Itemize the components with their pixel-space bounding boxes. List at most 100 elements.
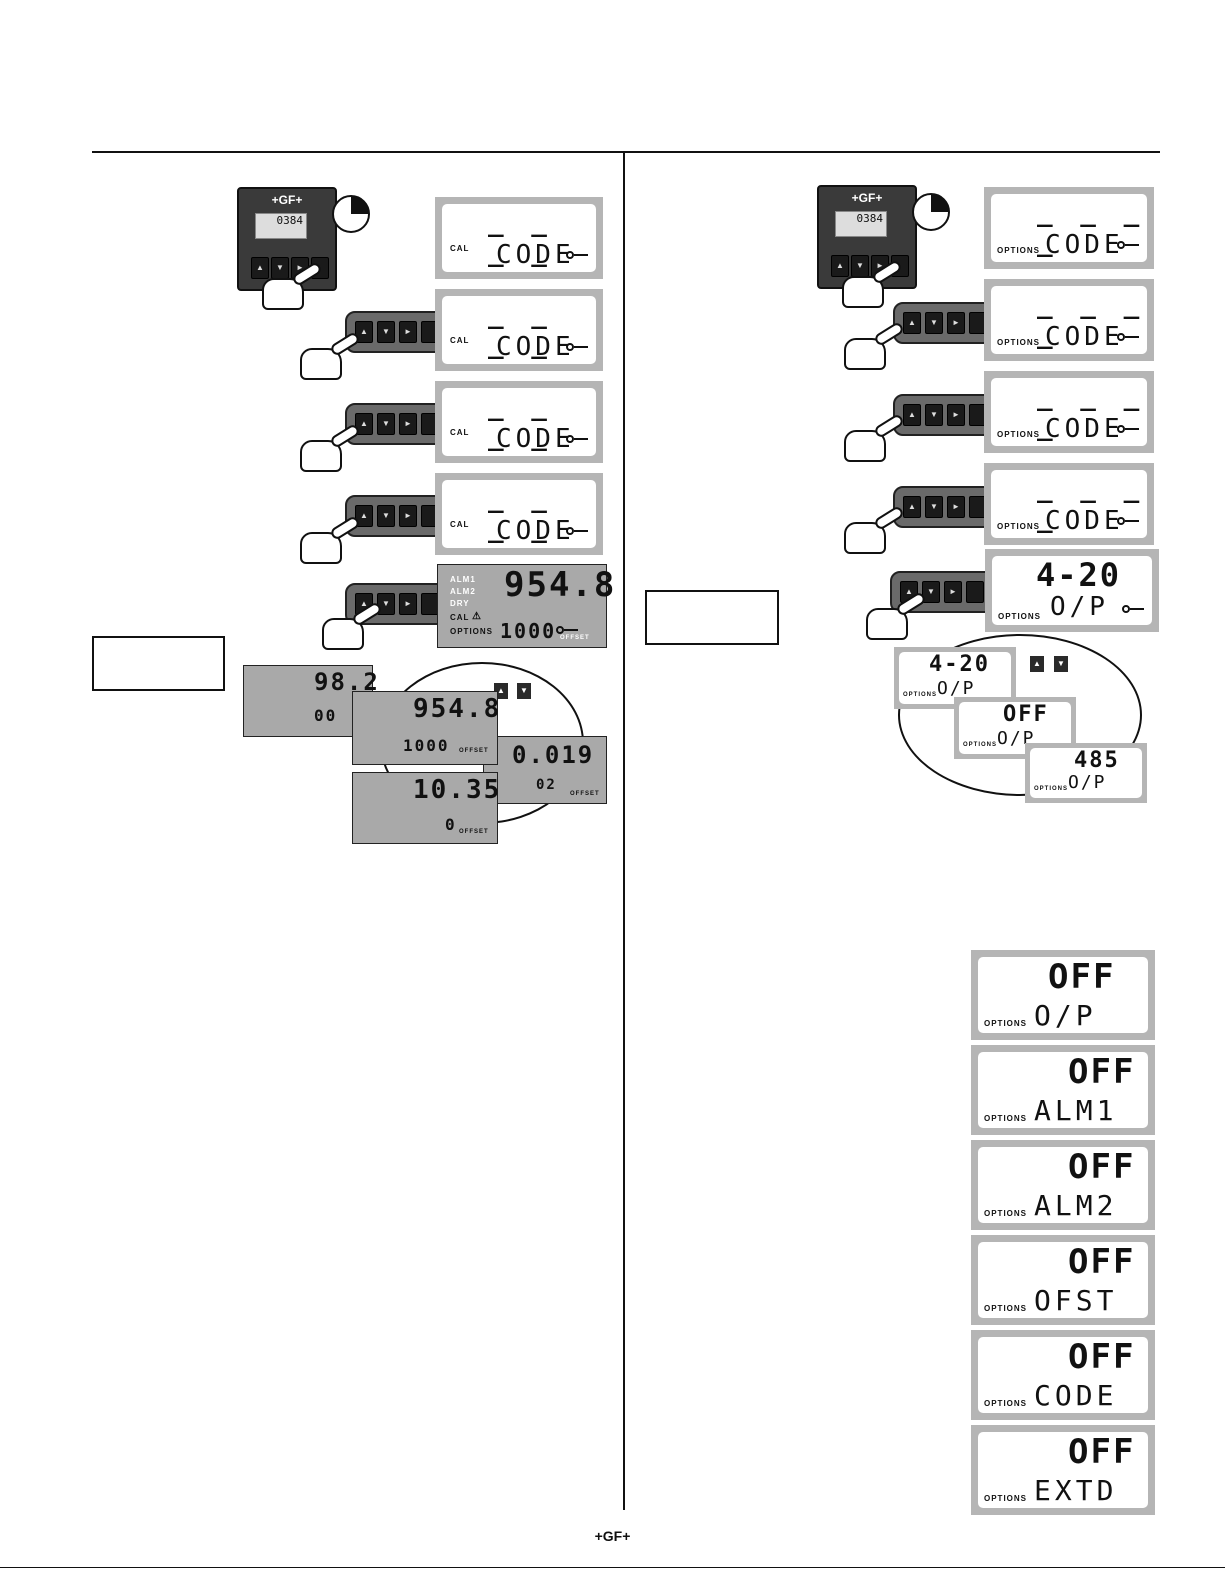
up-button[interactable]: ▲ bbox=[903, 404, 921, 426]
lcd-options-code-1: _ _ _ _ OPTIONS CODE bbox=[984, 187, 1154, 269]
right-button[interactable]: ► bbox=[399, 593, 417, 615]
options-label: OPTIONS bbox=[963, 742, 998, 748]
option-name: OFST bbox=[1034, 1284, 1118, 1317]
right-button[interactable]: ► bbox=[399, 321, 417, 343]
op-name: O/P bbox=[997, 728, 1036, 749]
offset-label: OFFSET bbox=[570, 791, 600, 797]
lcd-cal-code-3: _ _ _ _ CAL CODE bbox=[435, 381, 603, 463]
right-button[interactable]: ► bbox=[944, 581, 962, 603]
hand-press-icon bbox=[842, 276, 884, 308]
lcd-cal-code-4: _ _ _ _ CAL CODE bbox=[435, 473, 603, 555]
options-label: OPTIONS bbox=[984, 1019, 1028, 1028]
device-front-panel: +GF+ 0384 ▲ ▼ ► bbox=[237, 187, 337, 291]
options-label: OPTIONS bbox=[997, 246, 1041, 255]
lcd-cycle-3: 0.019 02 OFFSET bbox=[483, 736, 607, 804]
cycle-value: 10.35 bbox=[413, 775, 502, 805]
key-icon bbox=[1117, 332, 1139, 342]
cycle-sub-value: 00 bbox=[314, 706, 338, 725]
device-up-button[interactable]: ▲ bbox=[831, 255, 849, 277]
code-entry: _ _ _ _ bbox=[488, 300, 553, 360]
lcd-op-cycle-3: 485 OPTIONS O/P bbox=[1025, 743, 1147, 803]
device-screen: 0384 bbox=[835, 211, 887, 237]
down-button[interactable]: ▼ bbox=[925, 312, 943, 334]
cycle-sub-value: 02 bbox=[536, 777, 557, 793]
down-button[interactable]: ▼ bbox=[925, 496, 943, 518]
cycle-value: 0.019 bbox=[512, 741, 595, 769]
cycle-sub-value: 0 bbox=[445, 815, 457, 834]
cycle-down-button[interactable]: ▼ bbox=[1054, 656, 1068, 672]
hand-press-icon bbox=[322, 618, 364, 650]
right-button[interactable]: ► bbox=[399, 505, 417, 527]
down-button[interactable]: ▼ bbox=[925, 404, 943, 426]
op-name: O/P bbox=[1068, 772, 1107, 793]
keypad-4: ▲ ▼ ► bbox=[345, 583, 449, 625]
code-entry: _ _ _ _ bbox=[488, 208, 553, 268]
options-label: OPTIONS bbox=[450, 627, 494, 636]
cal-label: CAL bbox=[450, 613, 470, 622]
key-icon bbox=[1117, 516, 1139, 526]
op-name: O/P bbox=[1050, 592, 1109, 622]
cycle-value: 954.8 bbox=[413, 694, 502, 724]
enter-button[interactable] bbox=[966, 581, 984, 603]
up-button[interactable]: ▲ bbox=[355, 413, 373, 435]
option-name: CODE bbox=[1034, 1379, 1118, 1412]
hand-press-icon bbox=[844, 522, 886, 554]
option-name: O/P bbox=[1034, 999, 1097, 1032]
key-icon bbox=[556, 625, 578, 635]
option-value: OFF bbox=[1048, 957, 1116, 997]
cycle-up-button[interactable]: ▲ bbox=[1030, 656, 1044, 672]
option-value: OFF bbox=[1068, 1432, 1136, 1472]
option-value: OFF bbox=[1068, 1337, 1136, 1377]
up-button[interactable]: ▲ bbox=[355, 321, 373, 343]
device-up-button[interactable]: ▲ bbox=[251, 257, 269, 279]
lcd-options-op: 4-20 OPTIONS O/P bbox=[985, 549, 1159, 632]
device-down-button[interactable]: ▼ bbox=[271, 257, 289, 279]
sub-value: 1000 bbox=[500, 619, 557, 643]
op-value: 4-20 bbox=[929, 652, 990, 677]
code-entry: _ _ _ _ bbox=[1037, 474, 1146, 534]
code-entry: _ _ _ _ bbox=[1037, 290, 1146, 350]
key-icon bbox=[566, 342, 588, 352]
key-icon bbox=[1117, 424, 1139, 434]
device-brand-logo: +GF+ bbox=[851, 191, 883, 205]
offset-label: OFFSET bbox=[459, 748, 489, 754]
right-button[interactable]: ► bbox=[947, 404, 965, 426]
lcd-cal-code-2: _ _ _ _ CAL CODE bbox=[435, 289, 603, 371]
option-name: EXTD bbox=[1034, 1474, 1118, 1507]
code-word: CODE bbox=[496, 332, 575, 362]
key-icon bbox=[566, 434, 588, 444]
lcd-cal-code-1: _ _ _ _ CAL CODE bbox=[435, 197, 603, 279]
down-button[interactable]: ▼ bbox=[377, 505, 395, 527]
callout-box bbox=[92, 636, 225, 691]
right-button[interactable]: ► bbox=[947, 496, 965, 518]
timer-icon bbox=[912, 193, 950, 231]
options-label: OPTIONS bbox=[998, 612, 1042, 621]
options-label: OPTIONS bbox=[984, 1304, 1028, 1313]
down-button[interactable]: ▼ bbox=[377, 321, 395, 343]
hand-press-icon bbox=[844, 430, 886, 462]
right-button[interactable]: ► bbox=[399, 413, 417, 435]
alm2-label: ALM2 bbox=[450, 587, 476, 596]
device-front-panel: +GF+ 0384 ▲ ▼ ► bbox=[817, 185, 917, 289]
cycle-down-button[interactable]: ▼ bbox=[517, 683, 531, 699]
up-button[interactable]: ▲ bbox=[355, 505, 373, 527]
code-word: CODE bbox=[496, 516, 575, 546]
right-button[interactable]: ► bbox=[947, 312, 965, 334]
options-label: OPTIONS bbox=[1034, 786, 1069, 792]
hand-press-icon bbox=[300, 348, 342, 380]
options-label: OPTIONS bbox=[984, 1399, 1028, 1408]
device-down-button[interactable]: ▼ bbox=[851, 255, 869, 277]
hand-press-icon bbox=[844, 338, 886, 370]
hand-press-icon bbox=[866, 608, 908, 640]
hand-press-icon bbox=[300, 440, 342, 472]
up-button[interactable]: ▲ bbox=[903, 312, 921, 334]
device-screen: 0384 bbox=[255, 213, 307, 239]
op-value: 485 bbox=[1074, 748, 1120, 773]
up-button[interactable]: ▲ bbox=[903, 496, 921, 518]
down-button[interactable]: ▼ bbox=[377, 413, 395, 435]
key-icon bbox=[1117, 240, 1139, 250]
key-icon bbox=[1122, 604, 1144, 614]
options-label: OPTIONS bbox=[997, 338, 1041, 347]
down-button[interactable]: ▼ bbox=[922, 581, 940, 603]
code-entry: _ _ _ _ bbox=[488, 392, 553, 452]
